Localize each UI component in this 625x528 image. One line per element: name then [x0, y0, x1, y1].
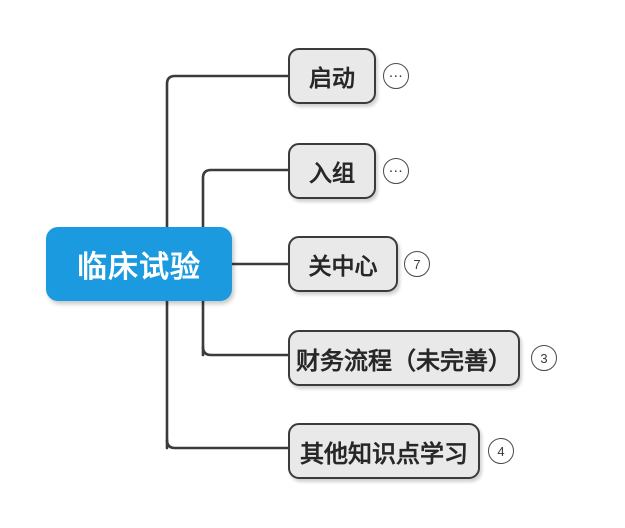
node-caiwuliucheng-label: 财务流程（未完善） [296, 347, 512, 375]
node-root[interactable]: 临床试验 [46, 227, 232, 301]
node-qitazhishidian-label: 其他知识点学习 [300, 440, 468, 468]
connector-inner-bottom [201, 345, 290, 357]
badge-ruzu-value: … [388, 159, 404, 176]
badge-caiwuliucheng-value: 3 [540, 350, 548, 366]
badge-qitazhishidian-value: 4 [497, 443, 505, 459]
badge-qidong[interactable]: … [383, 63, 409, 89]
badge-guanzhongxin[interactable]: 7 [404, 251, 430, 277]
node-qidong[interactable]: 启动 [288, 48, 376, 104]
connector-outer-trunk [165, 74, 290, 450]
badge-ruzu[interactable]: … [383, 158, 409, 184]
badge-qitazhishidian[interactable]: 4 [488, 438, 514, 464]
node-guanzhongxin-label: 关中心 [308, 253, 378, 279]
node-caiwuliucheng[interactable]: 财务流程（未完善） [288, 330, 520, 386]
node-root-label: 临床试验 [77, 251, 201, 284]
badge-qidong-value: … [388, 64, 404, 81]
node-qidong-label: 启动 [309, 65, 355, 91]
node-qitazhishidian[interactable]: 其他知识点学习 [288, 423, 480, 479]
node-ruzu[interactable]: 入组 [288, 143, 376, 199]
connector-inner-trunk [201, 168, 290, 357]
connector-outer-bottom [165, 438, 290, 450]
badge-guanzhongxin-value: 7 [413, 256, 421, 272]
node-ruzu-label: 入组 [309, 160, 355, 186]
node-guanzhongxin[interactable]: 关中心 [288, 236, 398, 292]
badge-caiwuliucheng[interactable]: 3 [531, 345, 557, 371]
